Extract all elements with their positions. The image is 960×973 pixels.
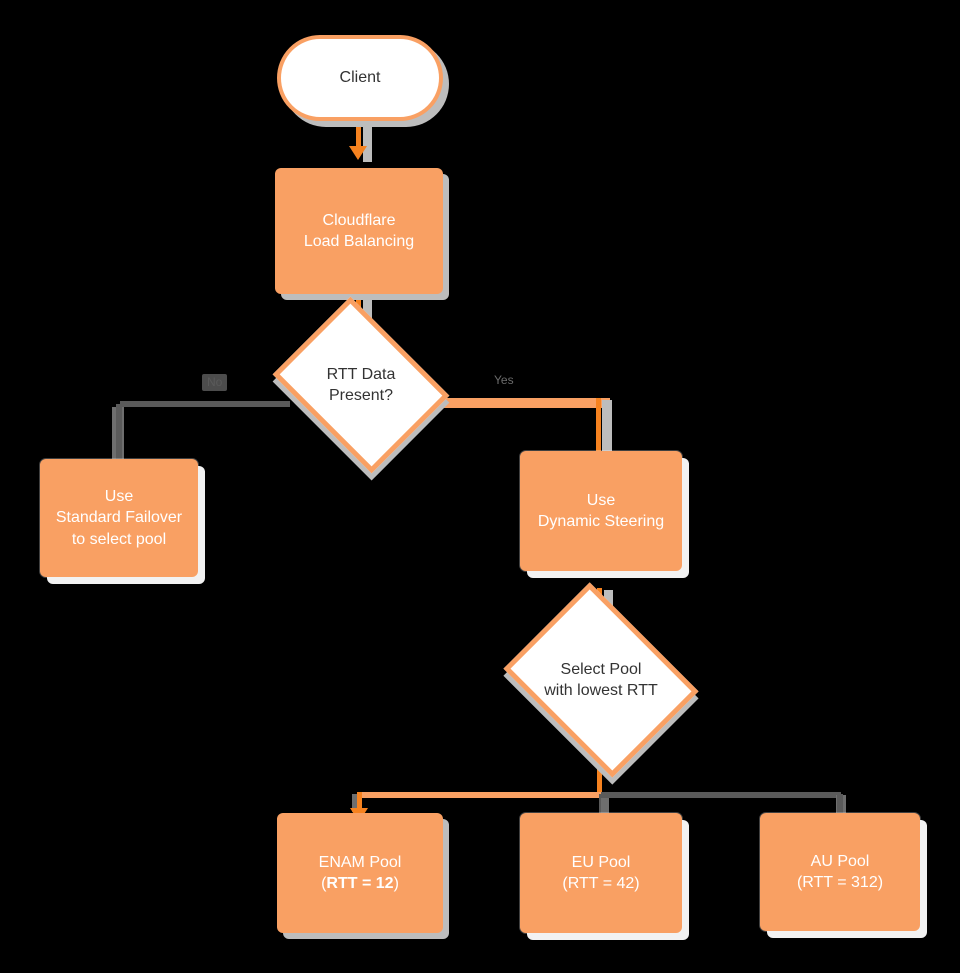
node-au-pool[interactable]: AU Pool (RTT = 312) <box>760 813 920 931</box>
node-enam-pool-rtt: (RTT = 12) <box>321 873 399 894</box>
node-select-pool-label: Select Pool with lowest RTT <box>544 660 658 699</box>
paren-open: ( <box>321 875 327 892</box>
node-rtt-data-present-decision[interactable]: RTT Data Present? <box>272 296 450 474</box>
edge-label-yes: Yes <box>494 373 514 387</box>
node-rtt-data-present-label: RTT Data Present? <box>326 365 396 404</box>
node-client[interactable]: Client <box>277 35 443 121</box>
node-standard-failover[interactable]: Use Standard Failover to select pool <box>40 459 198 577</box>
edge-label-no: No <box>202 374 228 392</box>
node-enam-pool-name: ENAM Pool <box>318 853 402 871</box>
node-eu-pool-rtt: (RTT = 42) <box>562 875 640 892</box>
enam-rtt-value: RTT = 12 <box>326 875 394 892</box>
node-select-pool-decision[interactable]: Select Pool with lowest RTT <box>503 582 699 778</box>
paren-close: ) <box>393 875 399 892</box>
node-au-pool-rtt: (RTT = 312) <box>796 874 884 891</box>
node-au-pool-name: AU Pool <box>810 852 870 870</box>
node-eu-pool[interactable]: EU Pool (RTT = 42) <box>520 813 682 933</box>
node-eu-pool-name: EU Pool <box>571 853 631 871</box>
node-dynamic-steering[interactable]: Use Dynamic Steering <box>520 451 682 571</box>
node-enam-pool[interactable]: ENAM Pool (RTT = 12) <box>277 813 443 933</box>
node-cloudflare-load-balancing[interactable]: Cloudflare Load Balancing <box>275 168 443 294</box>
